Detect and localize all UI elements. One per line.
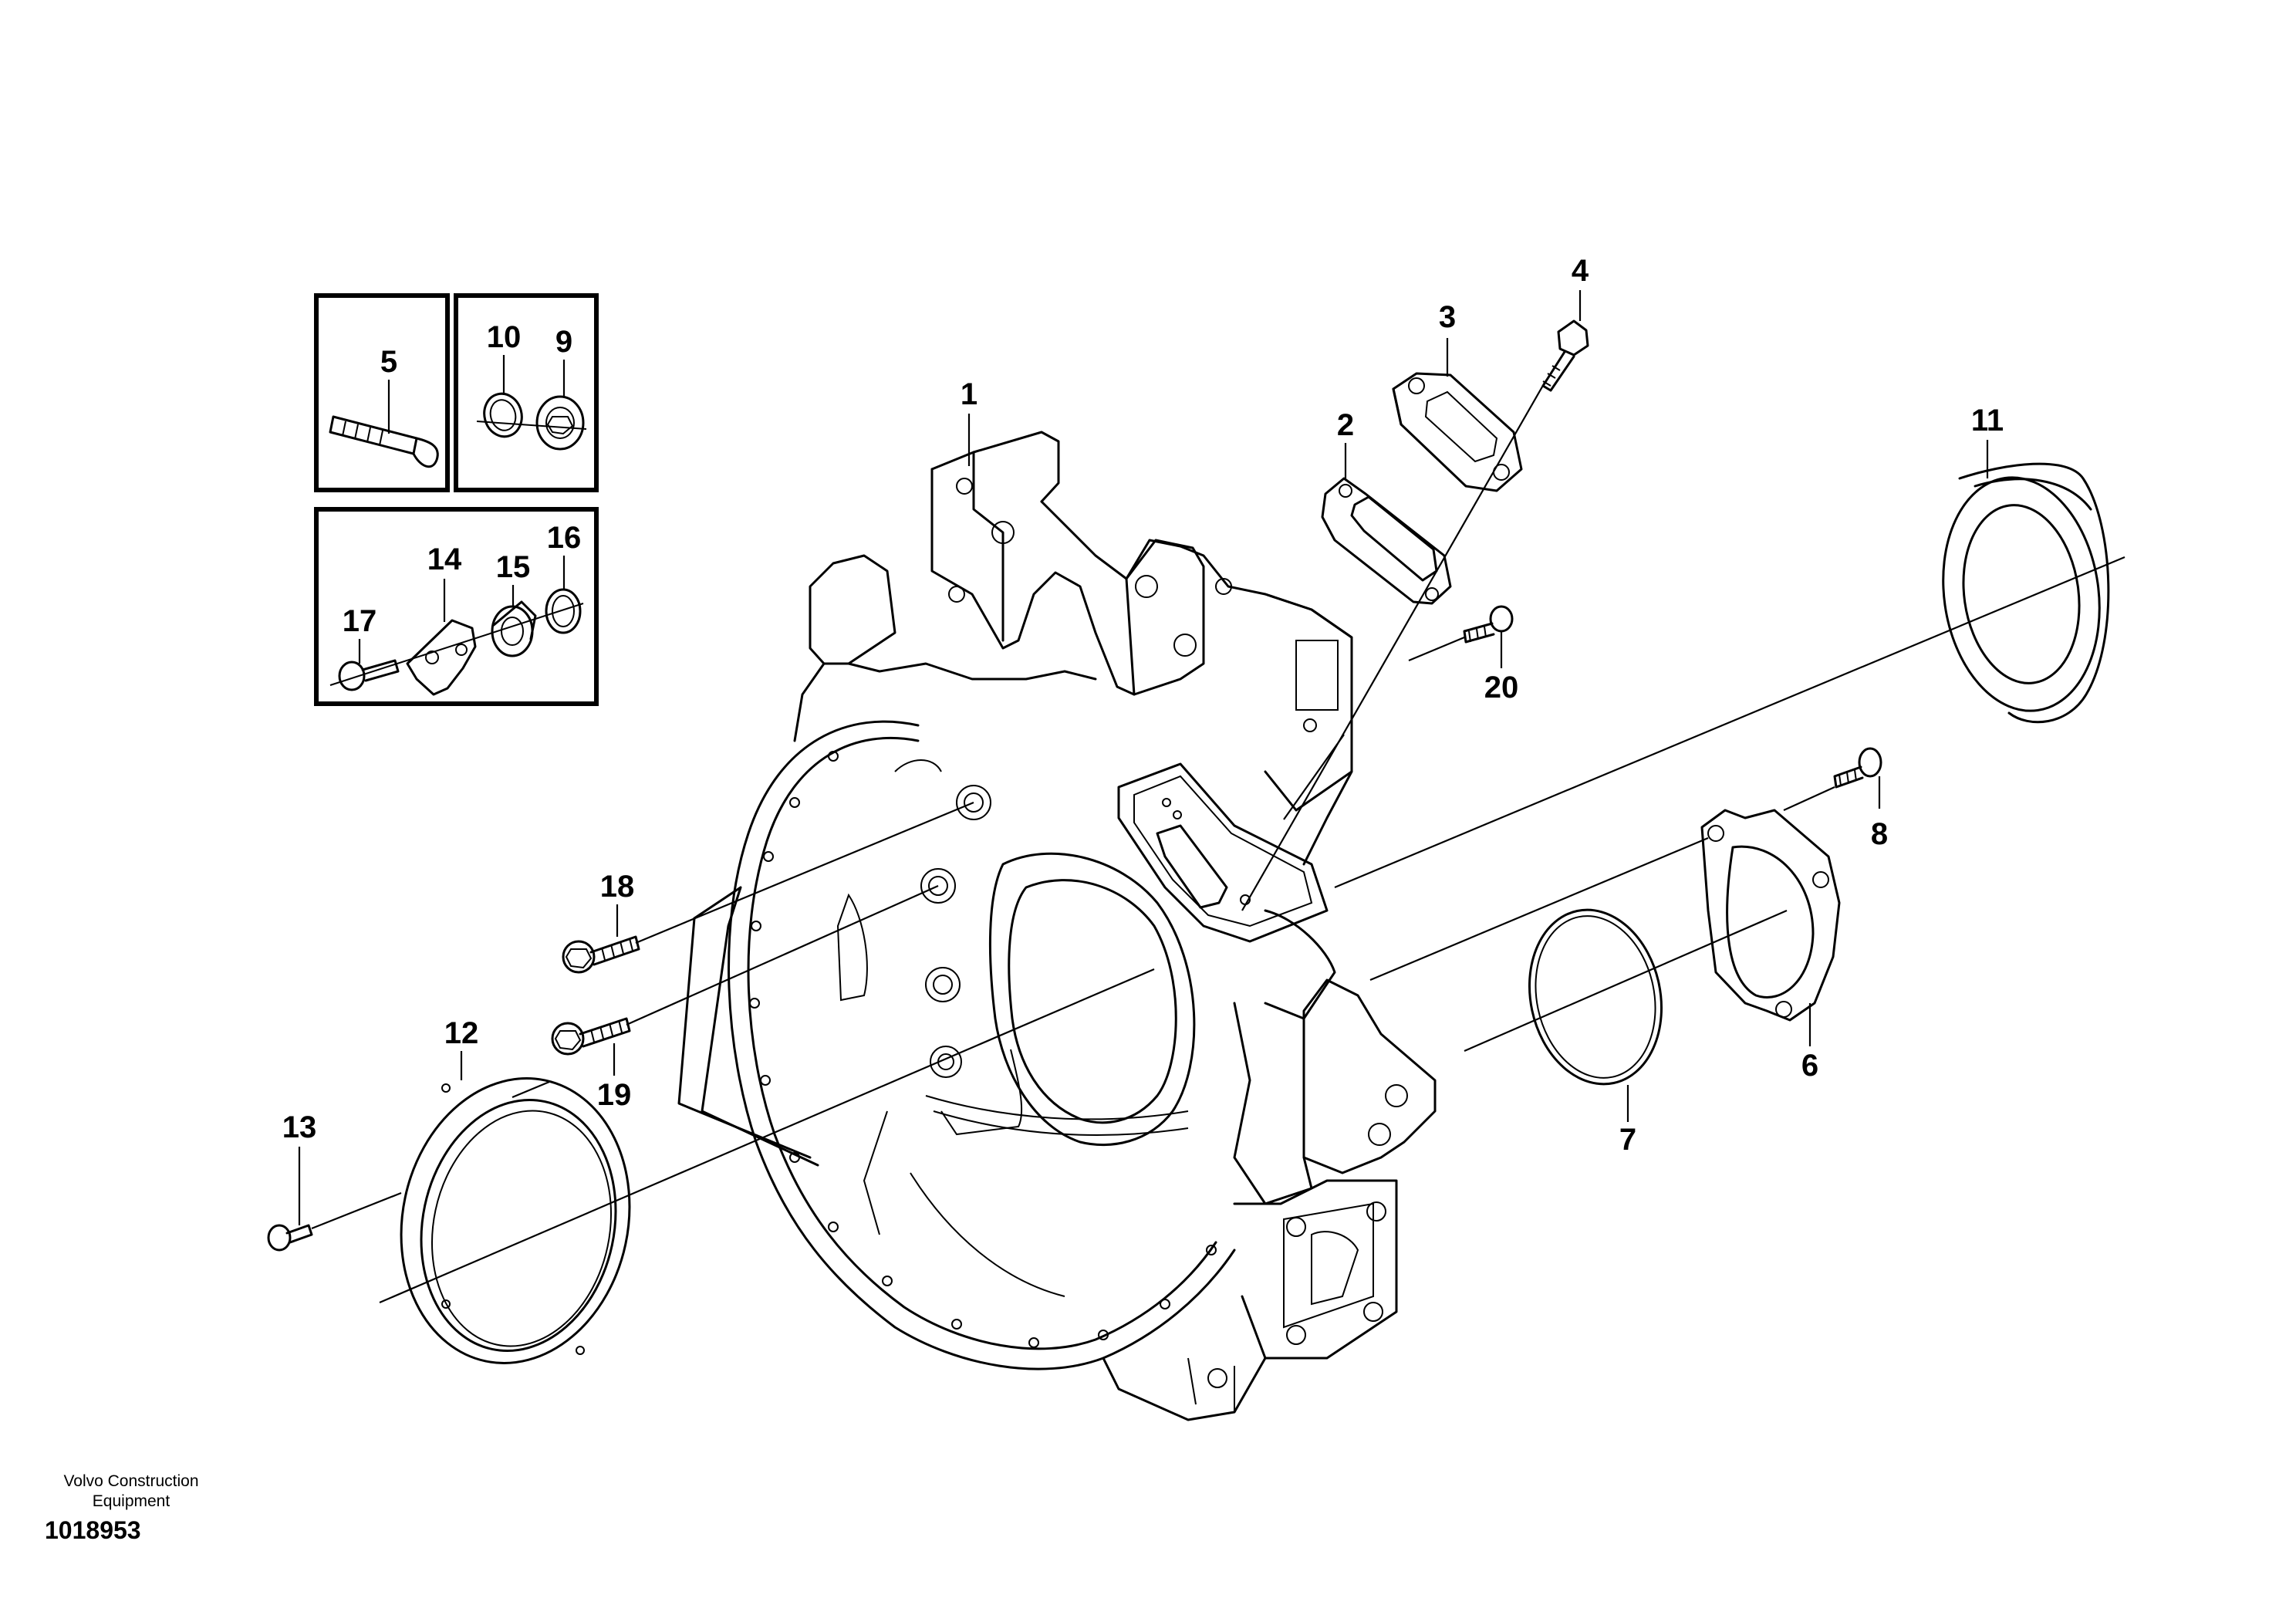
callout-17: 17 — [343, 604, 377, 638]
callout-19: 19 — [597, 1078, 632, 1112]
callout-12: 12 — [444, 1016, 479, 1050]
center-lines — [311, 382, 2125, 1304]
callout-14: 14 — [427, 542, 462, 576]
callout-leaders — [298, 290, 1989, 1225]
callout-13: 13 — [282, 1110, 317, 1144]
callout-9: 9 — [555, 325, 572, 359]
part-11-seal-ring — [1942, 462, 2110, 724]
callout-4: 4 — [1572, 254, 1589, 288]
callout-16: 16 — [547, 521, 582, 555]
callout-15: 15 — [496, 550, 531, 584]
part-7-o-ring — [1528, 908, 1663, 1086]
document-number: 1018953 — [45, 1516, 141, 1544]
inset-box-14-17 — [314, 507, 599, 706]
part-13-screw — [267, 1224, 313, 1252]
flywheel-housing — [677, 431, 1437, 1421]
part-2-gasket — [1321, 477, 1452, 605]
callout-20: 20 — [1484, 671, 1519, 705]
part-19-bolt — [551, 1017, 631, 1056]
callout-18: 18 — [600, 870, 635, 904]
callout-3: 3 — [1439, 300, 1456, 334]
callout-8: 8 — [1871, 817, 1888, 851]
part-8-bolt — [1833, 747, 1882, 789]
part-12-seal-ring — [400, 1077, 631, 1364]
part-3-cover — [1392, 372, 1523, 492]
rim-bolt-holes — [749, 751, 1217, 1348]
brand-name-line2: Equipment — [92, 1492, 171, 1510]
part-4-screw — [1541, 319, 1589, 392]
callout-labels: 1 2 3 4 5 6 7 8 9 10 11 12 13 14 15 16 1… — [282, 254, 2004, 1157]
callout-5: 5 — [380, 345, 397, 379]
callout-2: 2 — [1337, 408, 1354, 442]
callout-10: 10 — [487, 320, 522, 354]
part-20-screw — [1463, 605, 1514, 644]
inset-box-5 — [314, 293, 450, 492]
inset-box-9-10 — [454, 293, 599, 492]
part-18-bolt — [562, 935, 640, 974]
callout-11: 11 — [1971, 404, 2004, 438]
part-6-cover-plate — [1700, 809, 1841, 1022]
callout-1: 1 — [961, 377, 977, 411]
callout-6: 6 — [1801, 1049, 1818, 1083]
callout-7: 7 — [1619, 1123, 1636, 1157]
brand-name: Volvo Construction — [63, 1472, 199, 1490]
